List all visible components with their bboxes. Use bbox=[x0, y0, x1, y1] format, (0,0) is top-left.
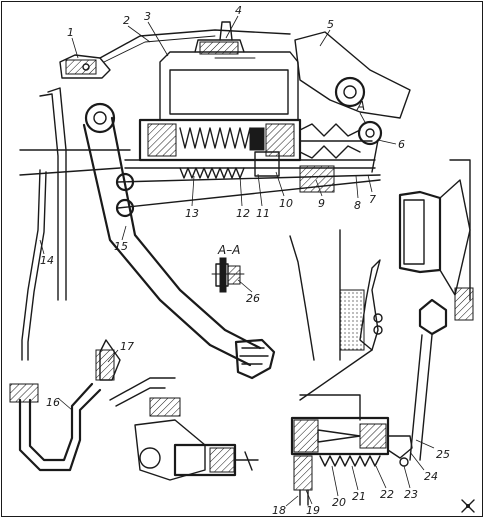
callout-1: 1 bbox=[67, 26, 74, 39]
bracket-plate-right bbox=[294, 31, 411, 146]
pedal-pivot bbox=[84, 102, 381, 218]
callout-12: 12 bbox=[236, 207, 250, 220]
callout-9: 9 bbox=[318, 197, 325, 210]
callout-22: 22 bbox=[380, 488, 394, 501]
callout-13: 13 bbox=[185, 207, 199, 220]
callout-25: 25 bbox=[436, 448, 450, 461]
callout-6: 6 bbox=[398, 138, 405, 151]
section-marker-a: А bbox=[356, 99, 365, 113]
callout-24: 24 bbox=[424, 470, 438, 483]
section-a-a-detail bbox=[211, 257, 245, 293]
slave-cylinder-section bbox=[290, 416, 413, 506]
release-rod-right bbox=[299, 334, 433, 461]
section-label: А–А bbox=[217, 243, 240, 257]
callout-16: 16 bbox=[46, 396, 60, 409]
callout-15: 15 bbox=[114, 240, 128, 253]
callout-20: 20 bbox=[332, 496, 346, 509]
pedal-bracket bbox=[59, 29, 291, 79]
pedal-lever bbox=[19, 87, 276, 380]
corner-mark-icon bbox=[461, 499, 475, 513]
callout-23: 23 bbox=[404, 488, 418, 501]
master-cylinder-reservoir bbox=[159, 21, 299, 121]
release-fork-right bbox=[289, 229, 383, 361]
callout-3: 3 bbox=[144, 10, 151, 23]
callout-17: 17 bbox=[120, 340, 134, 353]
callout-18: 18 bbox=[272, 504, 286, 517]
callout-leaders bbox=[39, 15, 435, 507]
callout-8: 8 bbox=[354, 199, 361, 212]
callout-10: 10 bbox=[279, 197, 293, 210]
hose-assembly bbox=[9, 339, 176, 472]
master-cylinder-body bbox=[138, 118, 373, 162]
flywheel-housing bbox=[398, 159, 474, 336]
callout-26: 26 bbox=[246, 292, 260, 305]
callout-5: 5 bbox=[327, 18, 334, 31]
callout-11: 11 bbox=[256, 207, 270, 220]
callout-7: 7 bbox=[369, 193, 376, 206]
callout-14: 14 bbox=[40, 254, 54, 267]
slave-cylinder-view bbox=[134, 397, 259, 481]
callout-2: 2 bbox=[123, 14, 130, 27]
cable-14 bbox=[21, 169, 47, 361]
callout-19: 19 bbox=[306, 504, 320, 517]
callout-labels: 1 2 3 4 5 6 7 8 9 10 11 12 13 14 15 16 1… bbox=[40, 4, 450, 517]
callout-4: 4 bbox=[235, 4, 242, 17]
callout-21: 21 bbox=[352, 490, 366, 503]
